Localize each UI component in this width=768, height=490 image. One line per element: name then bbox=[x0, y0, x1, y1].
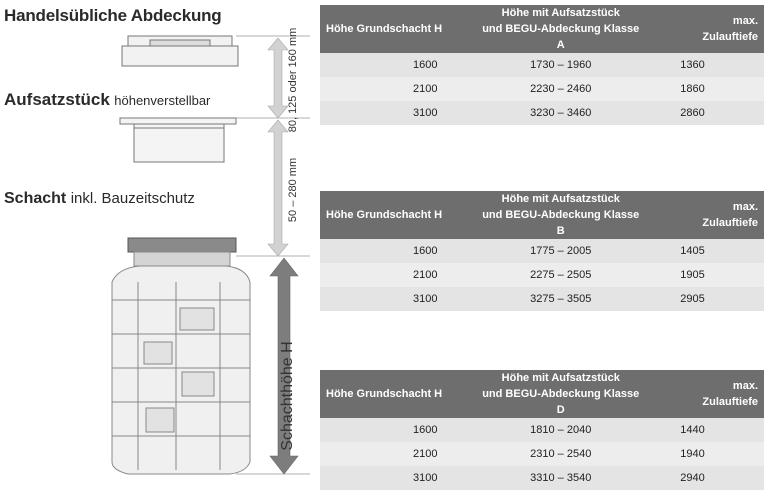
cover-height-text: 80, 125 oder 160 mm bbox=[287, 28, 299, 133]
cover-illustration bbox=[121, 35, 239, 67]
cell-inlet-depth: 2905 bbox=[646, 287, 764, 311]
cover-label: Handelsübliche Abdeckung bbox=[4, 6, 222, 25]
shaft-label-main: Schacht bbox=[4, 190, 67, 207]
cell-base-height: 2100 bbox=[320, 263, 476, 287]
cell-base-height: 3100 bbox=[320, 101, 476, 125]
header-inlet-depth-line1: max. bbox=[732, 201, 758, 213]
table-header-row: Höhe Grundschacht H Höhe mit Aufsatzstüc… bbox=[320, 191, 764, 239]
cell-inlet-depth: 2860 bbox=[646, 101, 764, 125]
shaft-height-text: Schachthöhe H bbox=[279, 341, 296, 450]
cell-total-height: 3230 – 3460 bbox=[475, 101, 647, 125]
shaft-label: Schacht inkl. Bauzeitschutz bbox=[4, 190, 195, 208]
cell-total-height: 2310 – 2540 bbox=[475, 442, 647, 466]
header-inlet-depth-line2: Zulauftiefe bbox=[702, 396, 758, 408]
dimension-guides bbox=[236, 35, 310, 475]
spec-table-class-a: Höhe Grundschacht H Höhe mit Aufsatzstüc… bbox=[320, 5, 764, 125]
cell-base-height: 1600 bbox=[320, 239, 476, 263]
riser-label: Aufsatzstück höhenverstellbar bbox=[4, 90, 210, 110]
header-inlet-depth-line1: max. bbox=[732, 15, 758, 27]
header-base-height: Höhe Grundschacht H bbox=[320, 370, 476, 418]
cell-total-height: 1730 – 1960 bbox=[475, 53, 647, 77]
cell-inlet-depth: 1860 bbox=[646, 77, 764, 101]
cover-height-arrow bbox=[267, 37, 289, 119]
header-inlet-depth-line1: max. bbox=[732, 380, 758, 392]
cell-base-height: 1600 bbox=[320, 53, 476, 77]
header-inlet-depth: max. Zulauftiefe bbox=[646, 191, 764, 239]
header-total-height: Höhe mit Aufsatzstück und BEGU-Abdeckung … bbox=[475, 191, 647, 239]
cell-total-height: 3275 – 3505 bbox=[475, 287, 647, 311]
header-total-height-line2: und BEGU-Abdeckung Klasse B bbox=[482, 209, 640, 237]
cell-base-height: 1600 bbox=[320, 418, 476, 442]
header-total-height: Höhe mit Aufsatzstück und BEGU-Abdeckung … bbox=[475, 370, 647, 418]
riser-label-sub: höhenverstellbar bbox=[114, 93, 211, 108]
header-total-height-line2: und BEGU-Abdeckung Klasse A bbox=[482, 23, 640, 51]
shaft-drawing: 80, 125 oder 160 mm 50 – 280 mm Schachth… bbox=[111, 28, 310, 475]
header-total-height-line1: Höhe mit Aufsatzstück bbox=[501, 372, 620, 384]
cell-inlet-depth: 2940 bbox=[646, 466, 764, 490]
cell-total-height: 1775 – 2005 bbox=[475, 239, 647, 263]
riser-illustration bbox=[119, 117, 237, 163]
spec-table-class-b: Höhe Grundschacht H Höhe mit Aufsatzstüc… bbox=[320, 191, 764, 311]
cell-inlet-depth: 1940 bbox=[646, 442, 764, 466]
cell-total-height: 2275 – 2505 bbox=[475, 263, 647, 287]
header-inlet-depth: max. Zulauftiefe bbox=[646, 370, 764, 418]
header-base-height: Höhe Grundschacht H bbox=[320, 191, 476, 239]
header-total-height: Höhe mit Aufsatzstück und BEGU-Abdeckung … bbox=[475, 5, 647, 53]
header-total-height-line1: Höhe mit Aufsatzstück bbox=[501, 193, 620, 205]
header-inlet-depth-line2: Zulauftiefe bbox=[702, 31, 758, 43]
cell-inlet-depth: 1360 bbox=[646, 53, 764, 77]
cell-base-height: 3100 bbox=[320, 287, 476, 311]
riser-height-arrow bbox=[267, 119, 289, 257]
riser-height-text: 50 – 280 mm bbox=[287, 158, 299, 222]
header-total-height-line2: und BEGU-Abdeckung Klasse D bbox=[482, 388, 640, 416]
cell-base-height: 2100 bbox=[320, 442, 476, 466]
cell-total-height: 3310 – 3540 bbox=[475, 466, 647, 490]
riser-label-main: Aufsatzstück bbox=[4, 90, 110, 109]
header-inlet-depth: max. Zulauftiefe bbox=[646, 5, 764, 53]
header-base-height: Höhe Grundschacht H bbox=[320, 5, 476, 53]
cell-base-height: 3100 bbox=[320, 466, 476, 490]
cell-base-height: 2100 bbox=[320, 77, 476, 101]
cell-total-height: 2230 – 2460 bbox=[475, 77, 647, 101]
cell-inlet-depth: 1440 bbox=[646, 418, 764, 442]
shaft-illustration bbox=[111, 237, 251, 475]
cell-total-height: 1810 – 2040 bbox=[475, 418, 647, 442]
shaft-label-sub: inkl. Bauzeitschutz bbox=[70, 190, 195, 207]
header-total-height-line1: Höhe mit Aufsatzstück bbox=[501, 7, 620, 19]
table-header-row: Höhe Grundschacht H Höhe mit Aufsatzstüc… bbox=[320, 370, 764, 418]
header-inlet-depth-line2: Zulauftiefe bbox=[702, 217, 758, 229]
table-header-row: Höhe Grundschacht H Höhe mit Aufsatzstüc… bbox=[320, 5, 764, 53]
cell-inlet-depth: 1405 bbox=[646, 239, 764, 263]
spec-table-class-d: Höhe Grundschacht H Höhe mit Aufsatzstüc… bbox=[320, 370, 764, 490]
shaft-height-arrow bbox=[269, 257, 299, 475]
cell-inlet-depth: 1905 bbox=[646, 263, 764, 287]
